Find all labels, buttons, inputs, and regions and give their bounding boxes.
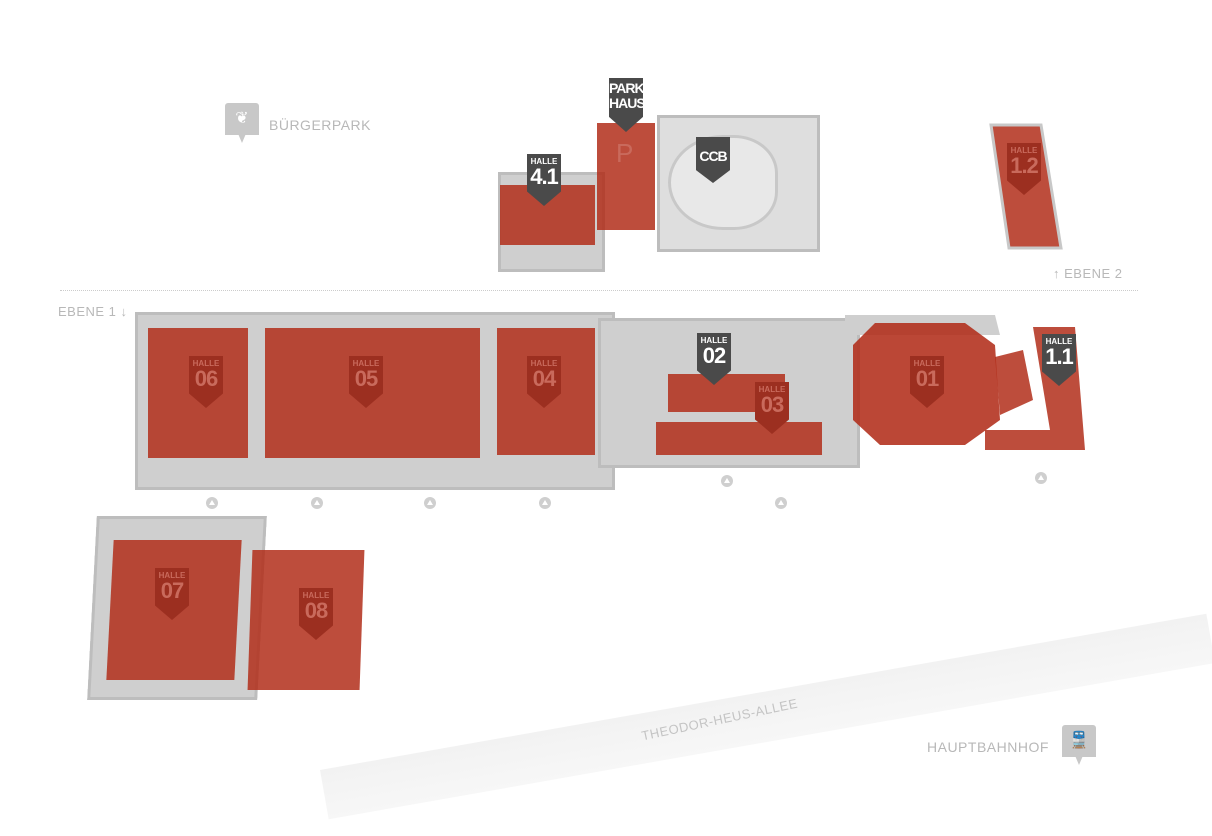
hall-03[interactable] [656, 422, 822, 455]
entrance-icon[interactable] [424, 497, 436, 509]
parking-symbol: P [616, 138, 634, 168]
parkhaus[interactable] [597, 123, 655, 230]
level-1-label[interactable]: EBENE 1 ↓ [58, 304, 128, 319]
entrance-icon[interactable] [206, 497, 218, 509]
poi-hauptbahnhof[interactable]: HAUPTBAHNHOF [927, 739, 1049, 755]
pin-ccb[interactable]: CCB [696, 137, 730, 183]
level-2-label[interactable]: ↑ EBENE 2 [1053, 266, 1123, 281]
train-icon[interactable]: 🚆 [1062, 725, 1096, 765]
entrance-icon[interactable] [539, 497, 551, 509]
entrance-icon[interactable] [775, 497, 787, 509]
entrance-icon[interactable] [311, 497, 323, 509]
level-divider [60, 290, 1138, 291]
entrance-icon[interactable] [721, 475, 733, 487]
poi-buergerpark[interactable]: BÜRGERPARK [269, 117, 371, 133]
entrance-icon[interactable] [1035, 472, 1047, 484]
leaf-icon[interactable]: ❦ [225, 103, 259, 143]
hall-01-1-1-shape [845, 315, 1085, 450]
